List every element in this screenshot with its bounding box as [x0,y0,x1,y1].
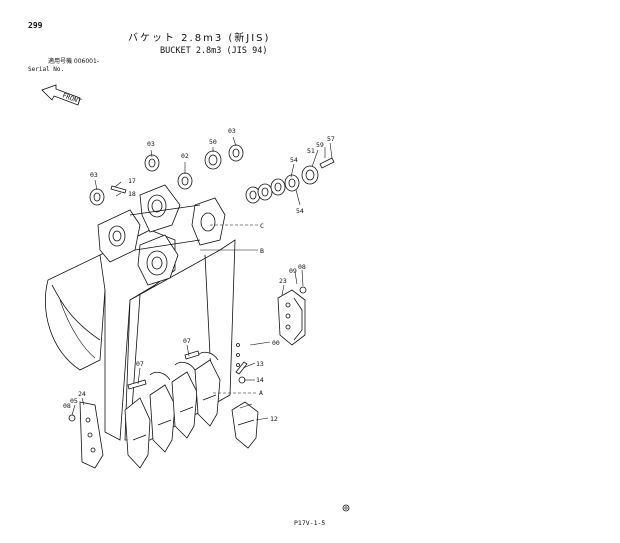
callout-12: 12 [270,415,278,423]
callout-23: 23 [279,277,287,285]
callout-50: 50 [209,138,217,146]
callout-54-b: 54 [296,207,304,215]
part-callouts: 03 03 50 03 02 57 59 51 54 54 17 18 C B … [63,127,335,423]
serial-label-japanese: 適用号機 006001- [48,58,99,65]
loose-tooth-part [231,401,259,449]
page-code: P17V-1-5 [294,519,326,527]
callout-24: 24 [78,390,86,398]
callout-51: 51 [307,147,315,155]
callout-a: A [259,389,263,397]
callout-07-a: 07 [136,360,144,368]
callout-54-a: 54 [290,156,298,164]
front-arrow-label: FRONT [61,91,82,105]
callout-02: 02 [181,152,189,160]
page-number: 299 [28,21,43,30]
title-japanese: バケット 2.8m3 (新JIS) [128,33,271,44]
callout-00: 00 [272,339,280,347]
callout-05: 05 [70,397,78,405]
callout-09: 09 [289,267,297,275]
callout-59: 59 [316,141,324,149]
registration-mark-icon [342,504,350,512]
leader-lines [71,136,333,421]
front-direction-arrow: FRONT [41,84,83,106]
callout-57: 57 [327,135,335,143]
callout-08-a: 08 [298,263,306,271]
callout-c: C [260,222,264,230]
callout-14: 14 [256,376,264,384]
callout-18: 18 [128,190,136,198]
side-cutter-right [277,289,306,346]
callout-13: 13 [256,360,264,368]
serial-label-english: Serial No. [28,66,65,73]
side-cutter-left [79,401,104,469]
pins-and-bushings [68,144,335,422]
callout-03-b: 03 [90,171,98,179]
callout-07-b: 07 [183,337,191,345]
callout-08-b: 08 [63,402,71,410]
callout-03-a: 03 [147,140,155,148]
callout-17: 17 [128,177,136,185]
bucket-teeth [124,351,221,469]
callout-b: B [260,247,264,255]
callout-03-c: 03 [228,127,236,135]
title-english: BUCKET 2.8m3 (JIS 94) [160,46,268,56]
